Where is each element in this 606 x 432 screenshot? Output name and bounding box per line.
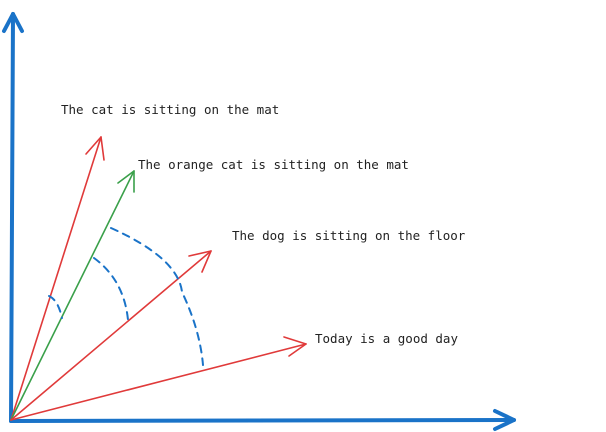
label-today: Today is a good day — [315, 331, 458, 346]
y-axis — [2, 12, 24, 423]
vector-orange-cat-line — [10, 170, 135, 421]
label-cat: The cat is sitting on the mat — [61, 102, 279, 117]
angle-arc-orange-cat-dog — [93, 257, 129, 321]
vector-cat-arrowhead — [85, 136, 105, 161]
angle-arc-cat-orange-cat — [48, 295, 63, 319]
vector-cat — [10, 136, 105, 421]
vector-today-line — [10, 343, 307, 421]
vector-dog-arrowhead — [188, 250, 212, 273]
vector-orange-cat-arrowhead — [117, 170, 135, 193]
label-orange-cat: The orange cat is sitting on the mat — [138, 157, 409, 172]
x-axis-arrowhead — [493, 409, 516, 431]
vector-orange-cat — [10, 170, 135, 421]
vector-today — [10, 336, 307, 421]
y-axis-arrowhead — [2, 12, 24, 33]
vector-cat-line — [10, 136, 102, 421]
vector-today-arrowhead — [283, 336, 307, 357]
x-axis — [9, 409, 516, 431]
label-dog: The dog is sitting on the floor — [232, 228, 466, 243]
